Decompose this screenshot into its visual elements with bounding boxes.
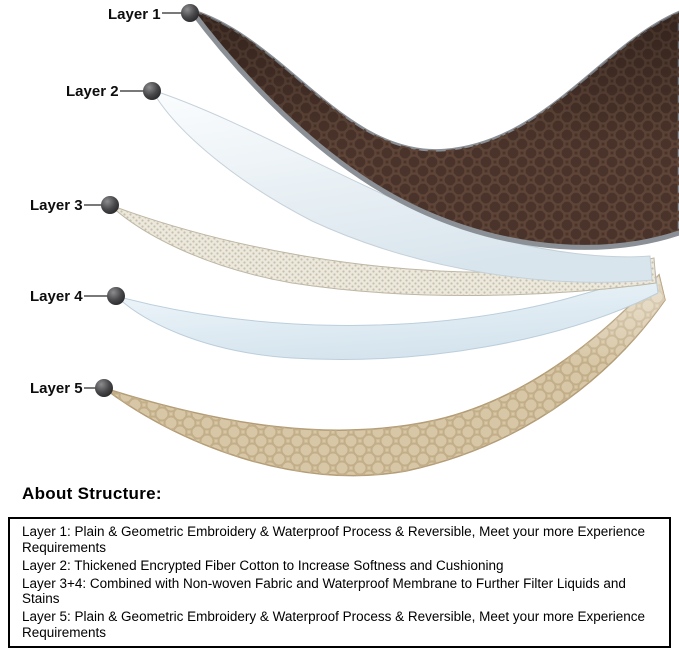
layer5-callout-dot	[95, 379, 113, 397]
layer3-callout-dot	[101, 196, 119, 214]
layer1-gray-edge	[188, 7, 679, 250]
layer5-fabric	[103, 273, 666, 477]
layer-callouts: Layer 1 Layer 2 Layer 3 Layer 4 Layer 5	[30, 4, 199, 397]
layer4-label: Layer 4	[30, 288, 83, 305]
layer2-label: Layer 2	[66, 83, 119, 100]
layer4-fabric	[115, 269, 659, 360]
layer1-description: Layer 1: Plain & Geometric Embroidery & …	[22, 524, 645, 555]
layer2-description: Layer 2: Thickened Encrypted Fiber Cotto…	[22, 557, 504, 573]
layer-stack-illustration: Layer 1 Layer 2 Layer 3 Layer 4 Layer 5	[30, 4, 679, 477]
about-structure-heading: About Structure:	[22, 484, 162, 503]
layer3-4-description: Layer 3+4: Combined with Non-woven Fabri…	[22, 575, 626, 607]
layer4-callout-dot	[107, 287, 125, 305]
layer1-fabric	[187, 7, 679, 250]
layer5-label: Layer 5	[30, 380, 83, 397]
layer1-callout-dot	[181, 4, 199, 22]
layer1-label: Layer 1	[108, 6, 161, 23]
structure-description-box: Layer 1: Plain & Geometric Embroidery & …	[8, 517, 671, 648]
layer2-callout-dot	[143, 82, 161, 100]
layer2-fabric	[150, 89, 653, 283]
layer5-description: Layer 5: Plain & Geometric Embroidery & …	[22, 609, 645, 640]
layer3-label: Layer 3	[30, 197, 83, 214]
